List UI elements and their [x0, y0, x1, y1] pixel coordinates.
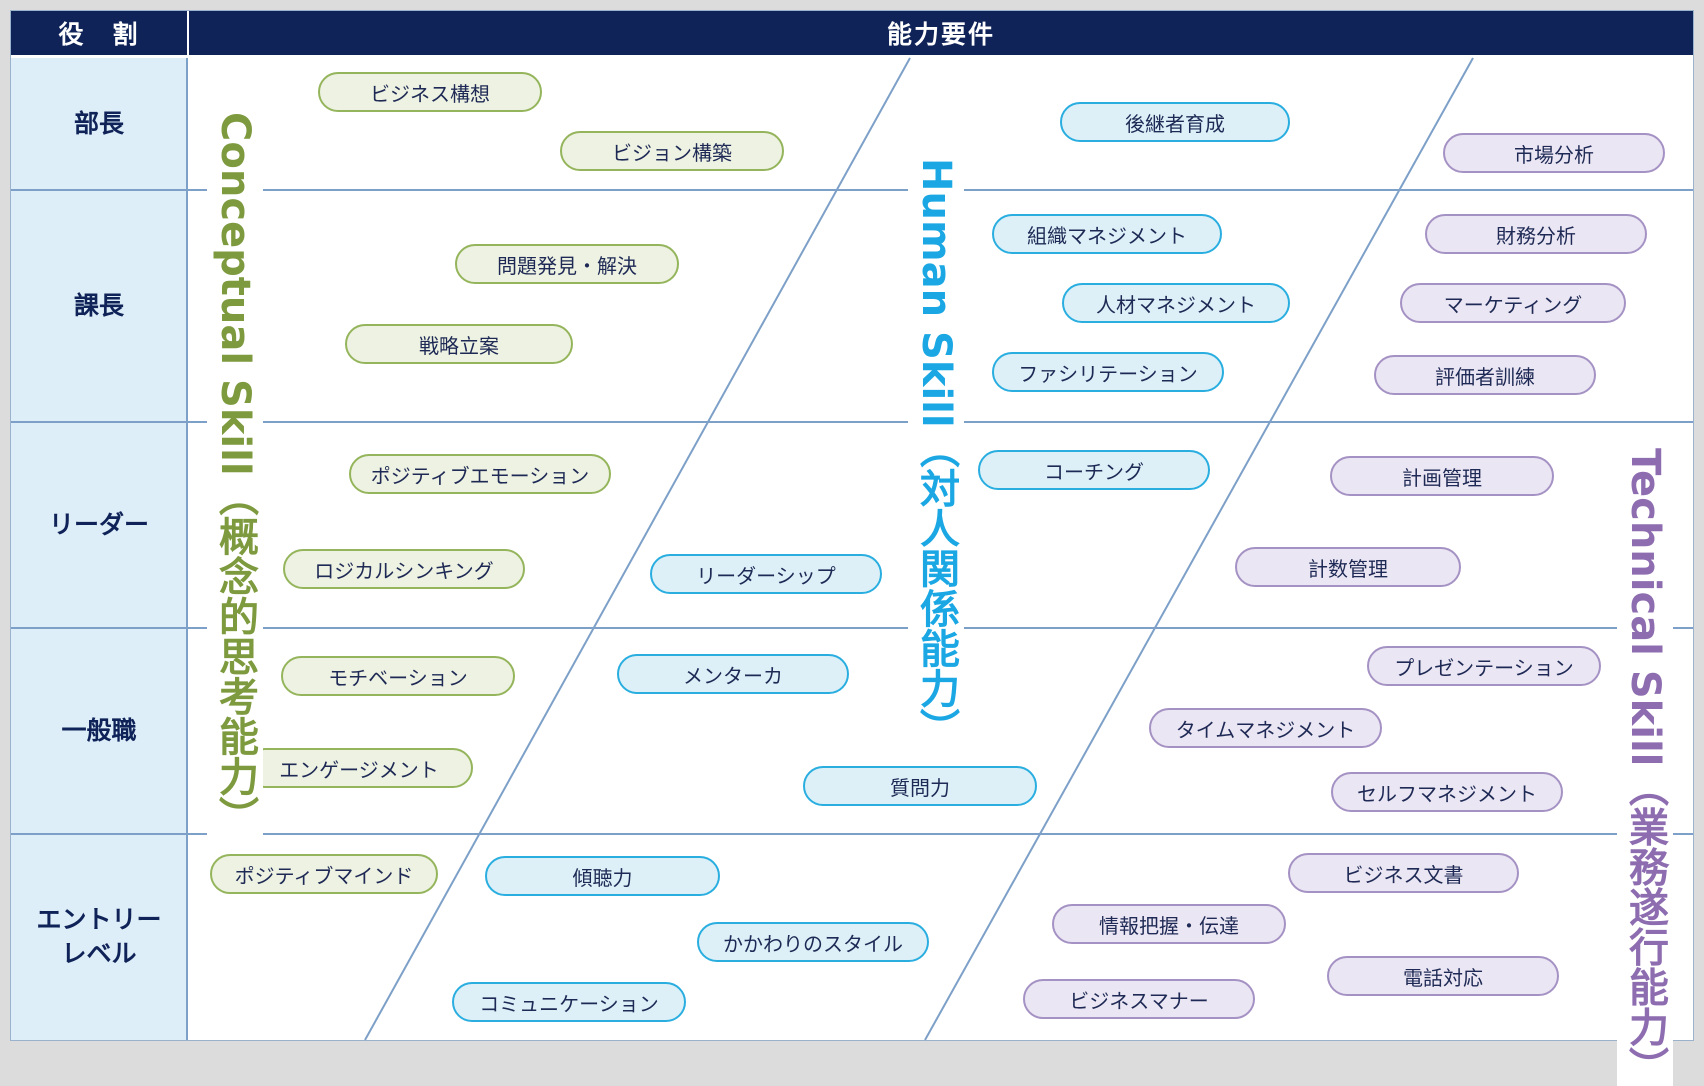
skill-technical: タイムマネジメント: [1149, 708, 1382, 748]
skill-conceptual: ビジョン構築: [560, 131, 784, 171]
role-column: [11, 58, 187, 1040]
skill-human: 質問力: [803, 766, 1037, 806]
skill-conceptual: ポジティブマインド: [210, 854, 438, 894]
skill-human: 傾聴力: [485, 856, 720, 896]
skill-human: かかわりのスタイル: [697, 922, 929, 962]
skill-conceptual: モチベーション: [281, 656, 515, 696]
skill-technical: 評価者訓練: [1374, 355, 1596, 395]
role-leader: リーダー: [48, 510, 149, 539]
skill-technical: 計画管理: [1330, 456, 1554, 496]
role-general-staff: 一般職: [61, 716, 137, 745]
skill-human: 後継者育成: [1060, 102, 1290, 142]
role-bucho: 部長: [73, 109, 124, 138]
skill-human: リーダーシップ: [650, 554, 882, 594]
role-entry-level: エントリー レベル: [36, 905, 162, 968]
skill-technical: 市場分析: [1443, 133, 1665, 173]
skill-conceptual: エンゲージメント: [245, 748, 473, 788]
conceptual-skill-label: Conceptual Skill（概念的思考能力）: [207, 112, 263, 836]
skill-human: 人材マネジメント: [1062, 283, 1290, 323]
role-header: 役 割: [11, 11, 187, 55]
skill-conceptual: ポジティブエモーション: [349, 454, 611, 494]
skill-technical: セルフマネジメント: [1331, 772, 1563, 812]
requirement-header: 能力要件: [189, 11, 1693, 55]
skill-technical: 情報把握・伝達: [1052, 904, 1286, 944]
skill-technical: 電話対応: [1327, 956, 1559, 996]
technical-skill-label: Technical Skill（業務遂行能力）: [1617, 448, 1673, 1086]
skill-technical: 計数管理: [1235, 547, 1461, 587]
human-skill-label: Human Skill（対人関係能力）: [908, 158, 964, 748]
skill-human: 組織マネジメント: [992, 214, 1222, 254]
skill-human: メンターカ: [617, 654, 849, 694]
skill-technical: 財務分析: [1425, 214, 1647, 254]
skill-conceptual: 戦略立案: [345, 324, 573, 364]
skill-technical: プレゼンテーション: [1367, 646, 1601, 686]
skill-conceptual: ビジネス構想: [318, 72, 542, 112]
grid-lines: [11, 57, 1693, 1041]
skill-human: コーチング: [978, 450, 1210, 490]
skill-human: ファシリテーション: [992, 352, 1224, 392]
skill-technical: マーケティング: [1400, 283, 1626, 323]
skill-technical: ビジネス文書: [1288, 853, 1519, 893]
role-kacho: 課長: [73, 291, 124, 320]
skill-conceptual: ロジカルシンキング: [283, 549, 525, 589]
skill-human: コミュニケーション: [452, 982, 686, 1022]
skill-conceptual: 問題発見・解決: [455, 244, 679, 284]
skill-technical: ビジネスマナー: [1023, 979, 1255, 1019]
